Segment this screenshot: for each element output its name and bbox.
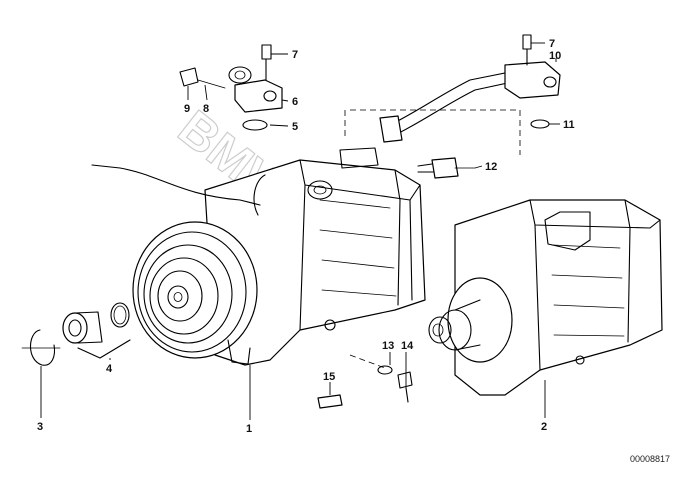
leader-lines	[40, 42, 560, 420]
callout-2: 2	[541, 421, 547, 433]
seal-parts-illustration	[21, 302, 131, 366]
pipe-assembly-illustration	[344, 34, 561, 155]
callout-7a: 7	[292, 49, 298, 61]
callout-7b: 7	[549, 38, 555, 50]
callout-15: 15	[323, 371, 335, 383]
callout-14: 14	[401, 340, 414, 352]
callout-11: 11	[563, 119, 575, 131]
callout-12: 12	[485, 161, 497, 173]
callout-3: 3	[37, 421, 43, 433]
callout-4: 4	[106, 363, 113, 375]
callout-1: 1	[246, 423, 252, 435]
callout-13: 13	[382, 340, 394, 352]
small-parts-illustration	[317, 354, 413, 409]
callout-9: 9	[184, 103, 190, 115]
callout-8: 8	[203, 103, 209, 115]
fitting-block-illustration	[179, 44, 283, 131]
diagram-id: 00008817	[630, 454, 670, 464]
valve-illustration	[417, 157, 476, 179]
compressor-1-illustration	[91, 147, 426, 366]
compressor-2-illustration	[428, 199, 663, 396]
callout-10: 10	[549, 50, 561, 62]
callout-6: 6	[292, 96, 298, 108]
callout-5: 5	[292, 121, 298, 133]
